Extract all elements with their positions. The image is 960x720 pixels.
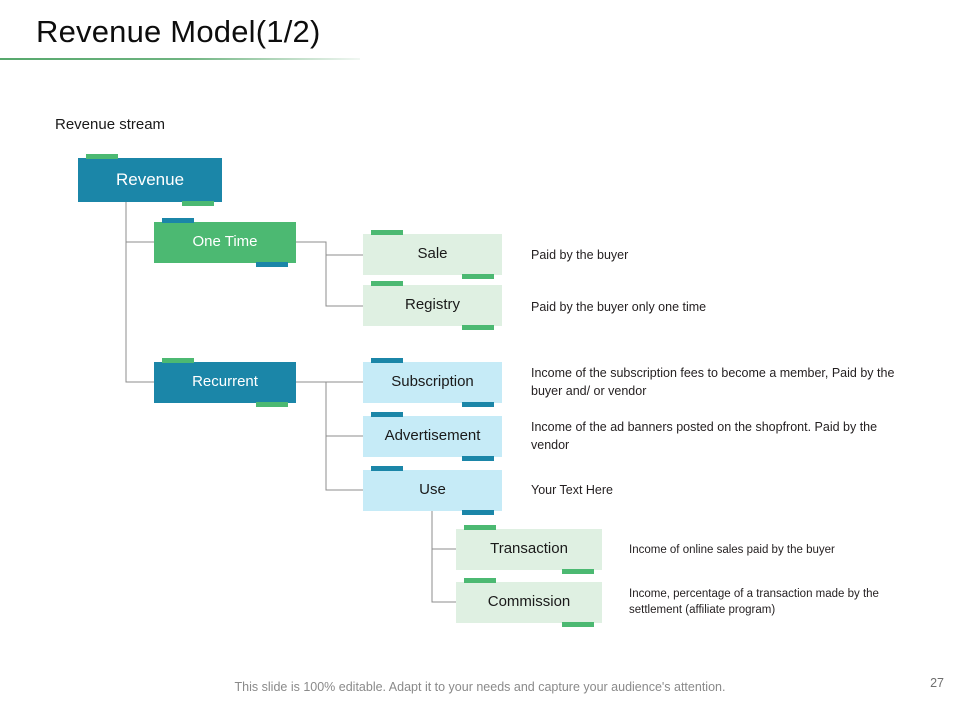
node-recurrent[interactable]: Recurrent bbox=[154, 358, 296, 407]
accent-bar-top-left bbox=[162, 358, 194, 363]
accent-bar-bottom-right bbox=[182, 201, 214, 206]
node-revenue-label: Revenue bbox=[115, 169, 185, 189]
desc-use: Your Text Here bbox=[531, 483, 613, 497]
node-commission[interactable]: Commission bbox=[456, 578, 602, 627]
accent-bar-top-left bbox=[371, 281, 403, 286]
node-sale-label: Sale bbox=[417, 245, 448, 263]
accent-bar-bottom-right bbox=[562, 569, 594, 574]
desc-transaction: Income of online sales paid by the buyer bbox=[629, 544, 835, 556]
footer-note: This slide is 100% editable. Adapt it to… bbox=[234, 680, 726, 694]
desc-sale: Paid by the buyer bbox=[531, 248, 629, 262]
accent-bar-top-left bbox=[371, 412, 403, 417]
node-recurrent-label: Recurrent bbox=[192, 373, 258, 391]
accent-bar-bottom-right bbox=[462, 402, 494, 407]
node-registry[interactable]: Registry bbox=[363, 281, 502, 330]
node-registry-label: Registry bbox=[404, 296, 460, 314]
node-use[interactable]: Use bbox=[363, 466, 502, 515]
accent-bar-bottom-right bbox=[256, 402, 288, 407]
desc-subscription: Income of the subscription fees to becom… bbox=[531, 366, 895, 398]
accent-bar-top-left bbox=[162, 218, 194, 223]
accent-bar-bottom-right bbox=[462, 325, 494, 330]
node-revenue[interactable]: Revenue bbox=[78, 154, 222, 206]
node-transaction[interactable]: Transaction bbox=[456, 525, 602, 574]
accent-bar-bottom-right bbox=[562, 622, 594, 627]
accent-bar-top-left bbox=[371, 358, 403, 363]
node-one-time[interactable]: One Time bbox=[154, 218, 296, 267]
node-subscription[interactable]: Subscription bbox=[363, 358, 502, 407]
section-label: Revenue stream bbox=[55, 116, 166, 133]
node-transaction-label: Transaction bbox=[490, 540, 568, 558]
title-divider bbox=[0, 58, 360, 60]
node-subscription-label: Subscription bbox=[391, 373, 474, 391]
accent-bar-top-left bbox=[86, 154, 118, 159]
accent-bar-bottom-right bbox=[462, 510, 494, 515]
accent-bar-top-left bbox=[371, 230, 403, 235]
desc-advertisement: Income of the ad banners posted on the s… bbox=[531, 420, 878, 452]
desc-commission: Income, percentage of a transaction made… bbox=[629, 588, 879, 617]
page-number: 27 bbox=[930, 676, 944, 690]
node-use-label: Use bbox=[419, 481, 446, 499]
page-title: Revenue Model(1/2) bbox=[36, 14, 321, 49]
node-sale[interactable]: Sale bbox=[363, 230, 502, 279]
accent-bar-top-left bbox=[371, 466, 403, 471]
accent-bar-bottom-right bbox=[462, 456, 494, 461]
accent-bar-top-left bbox=[464, 578, 496, 583]
node-advertisement[interactable]: Advertisement bbox=[363, 412, 502, 461]
desc-registry: Paid by the buyer only one time bbox=[531, 300, 707, 314]
accent-bar-top-left bbox=[464, 525, 496, 530]
accent-bar-bottom-right bbox=[256, 262, 288, 267]
node-one-time-label: One Time bbox=[192, 233, 258, 251]
accent-bar-bottom-right bbox=[462, 274, 494, 279]
node-commission-label: Commission bbox=[487, 593, 571, 611]
node-advertisement-label: Advertisement bbox=[384, 427, 481, 445]
